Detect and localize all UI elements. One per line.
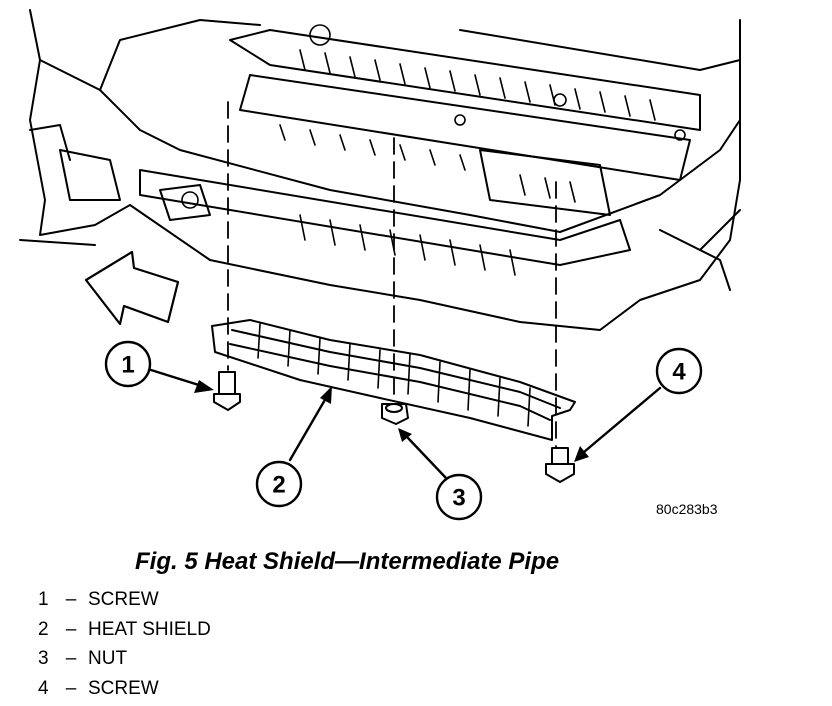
- legend-dash: –: [65, 618, 77, 640]
- legend-number: 2: [38, 618, 49, 640]
- legend-part: HEAT SHIELD: [88, 618, 211, 640]
- callout-4-circle: [655, 347, 703, 395]
- legend-part: SCREW: [88, 677, 159, 699]
- legend-item: 3–NUT: [38, 647, 211, 677]
- legend-item: 4–SCREW: [38, 677, 211, 706]
- screw-1-fastener: [213, 371, 241, 411]
- callout-1-circle: [104, 340, 152, 388]
- legend-number: 4: [38, 677, 49, 699]
- callout-1-number: 1: [121, 352, 134, 379]
- screw-4-fastener: [545, 447, 575, 483]
- callout-4-number: 4: [672, 359, 686, 386]
- parts-legend: 1–SCREW 2–HEAT SHIELD 3–NUT 4–SCREW: [38, 588, 211, 706]
- front-direction-arrow: [84, 250, 180, 326]
- figure-code: 80c283b3: [656, 501, 718, 517]
- callout-leaders: [149, 368, 662, 480]
- callout-4-arrowhead: [574, 446, 589, 462]
- callout-1-arrowhead: [194, 380, 214, 393]
- callout-2-number: 2: [272, 472, 285, 499]
- legend-dash: –: [65, 677, 77, 699]
- legend-dash: –: [65, 648, 77, 669]
- callout-2-circle: [255, 460, 303, 508]
- legend-item: 1–SCREW: [38, 588, 211, 618]
- legend-dash: –: [65, 589, 77, 610]
- legend-number: 1: [38, 589, 49, 610]
- callout-3-number: 3: [452, 485, 465, 512]
- alignment-lines: [227, 101, 557, 449]
- heat-shield: [211, 319, 576, 441]
- callout-3-circle: [435, 473, 483, 521]
- vehicle-underbody: [19, 9, 741, 331]
- legend-part: NUT: [88, 648, 128, 669]
- callout-3-arrowhead: [398, 428, 412, 442]
- nut-3-fastener: [381, 403, 409, 425]
- callout-2-arrowhead: [320, 386, 332, 404]
- legend-part: SCREW: [88, 589, 159, 610]
- exploded-view-drawing: 1 2 3 4: [19, 9, 741, 521]
- legend-number: 3: [38, 648, 49, 669]
- figure-caption: Fig. 5 Heat Shield—Intermediate Pipe: [135, 548, 560, 575]
- legend-item: 2–HEAT SHIELD: [38, 618, 211, 648]
